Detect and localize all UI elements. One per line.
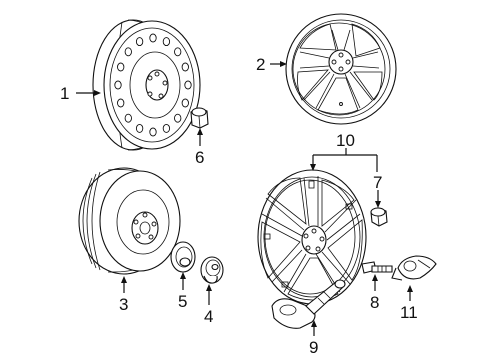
callout-2: 2 xyxy=(256,55,265,74)
vent-hole xyxy=(181,62,189,72)
vent-hole xyxy=(184,80,192,90)
emblem-cap xyxy=(200,256,224,284)
vent-hole xyxy=(174,47,182,57)
alloy-wheel-bottom xyxy=(257,169,367,305)
spare-wheel xyxy=(78,167,181,275)
vent-hole xyxy=(162,123,171,133)
callout-6: 6 xyxy=(195,148,204,167)
callout-labels: 1 2 3 4 5 6 7 8 9 10 11 xyxy=(60,55,418,357)
callout-10: 10 xyxy=(336,131,355,150)
vent-hole xyxy=(124,113,132,123)
vent-hole xyxy=(174,113,182,123)
vent-hole xyxy=(117,98,125,108)
lug-nut-alloy xyxy=(370,207,388,227)
vent-hole xyxy=(135,123,144,133)
vent-hole xyxy=(181,98,189,108)
vent-hole xyxy=(162,37,171,47)
wheel-weight-clip xyxy=(391,255,437,281)
callout-5: 5 xyxy=(178,292,187,311)
callout-3: 3 xyxy=(119,295,128,314)
vent-hole xyxy=(117,62,125,72)
vent-hole xyxy=(149,127,157,137)
alloy-wheel-top xyxy=(285,13,397,125)
tpms-sensor xyxy=(271,279,346,329)
steel-wheel xyxy=(92,19,201,151)
vent-hole xyxy=(114,80,122,90)
callout-4: 4 xyxy=(204,307,213,326)
lug-nut xyxy=(190,107,209,129)
valve-bolt xyxy=(361,261,393,274)
leader-lines xyxy=(76,61,413,336)
callout-8: 8 xyxy=(370,293,379,312)
vent-hole xyxy=(135,37,144,47)
callout-7: 7 xyxy=(373,173,382,192)
callout-9: 9 xyxy=(309,338,318,357)
vent-hole xyxy=(124,47,132,57)
callout-1: 1 xyxy=(60,84,69,103)
vent-hole xyxy=(149,33,157,43)
center-cap xyxy=(170,241,196,273)
callout-11: 11 xyxy=(400,303,418,322)
